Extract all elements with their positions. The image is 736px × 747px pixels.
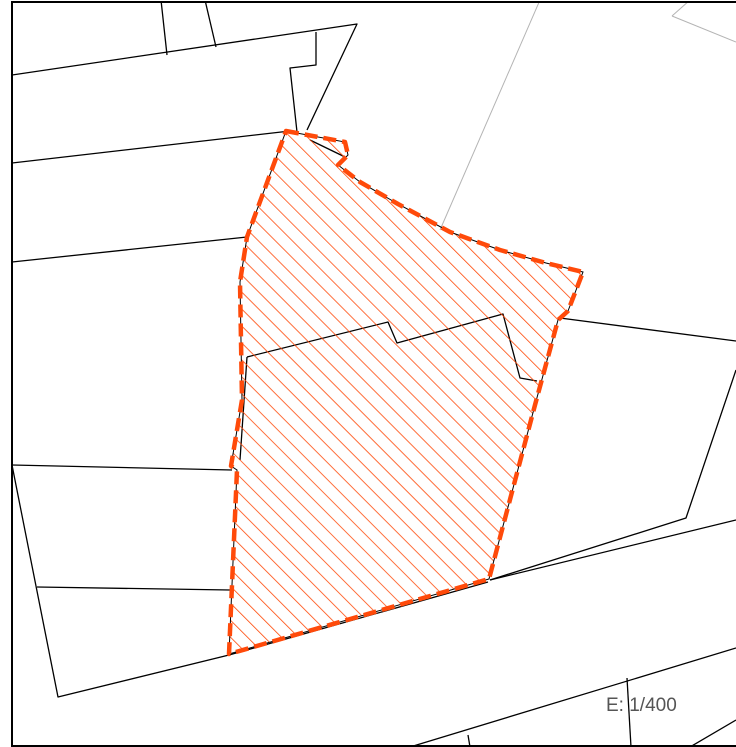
highlighted-parcel-dashed-border (226, 128, 586, 657)
highlighted-parcel[interactable] (226, 128, 586, 657)
map-border (11, 1, 736, 747)
scale-label: E: 1/400 (606, 695, 677, 716)
highlighted-parcel-fill (229, 131, 583, 654)
